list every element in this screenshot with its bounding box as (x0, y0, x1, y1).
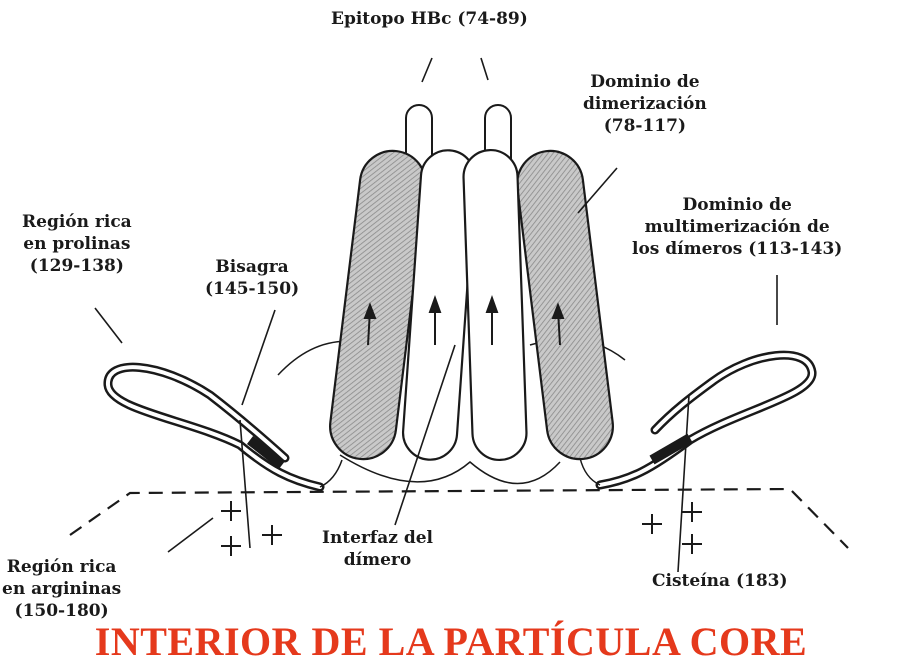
right-tail (580, 458, 600, 485)
loop-arc-bottom (340, 455, 560, 484)
label-bisagra: Bisagra(145-150) (205, 256, 299, 300)
label-cisteina: Cisteína (183) (652, 570, 788, 592)
label-epitopo: Epitopo HBc (74-89) (331, 8, 528, 30)
arginine-plus-signs (221, 501, 702, 556)
particle-surface-line (70, 489, 848, 548)
helix-outer-right (513, 147, 616, 463)
figure-title: INTERIOR DE LA PARTÍCULA CORE (0, 618, 902, 665)
proline-loop-left (108, 367, 320, 487)
left-tail (320, 460, 342, 487)
proline-loop-right-inner (600, 355, 812, 485)
proline-loop-left-inner (108, 367, 320, 487)
proline-loop-right (600, 355, 812, 485)
